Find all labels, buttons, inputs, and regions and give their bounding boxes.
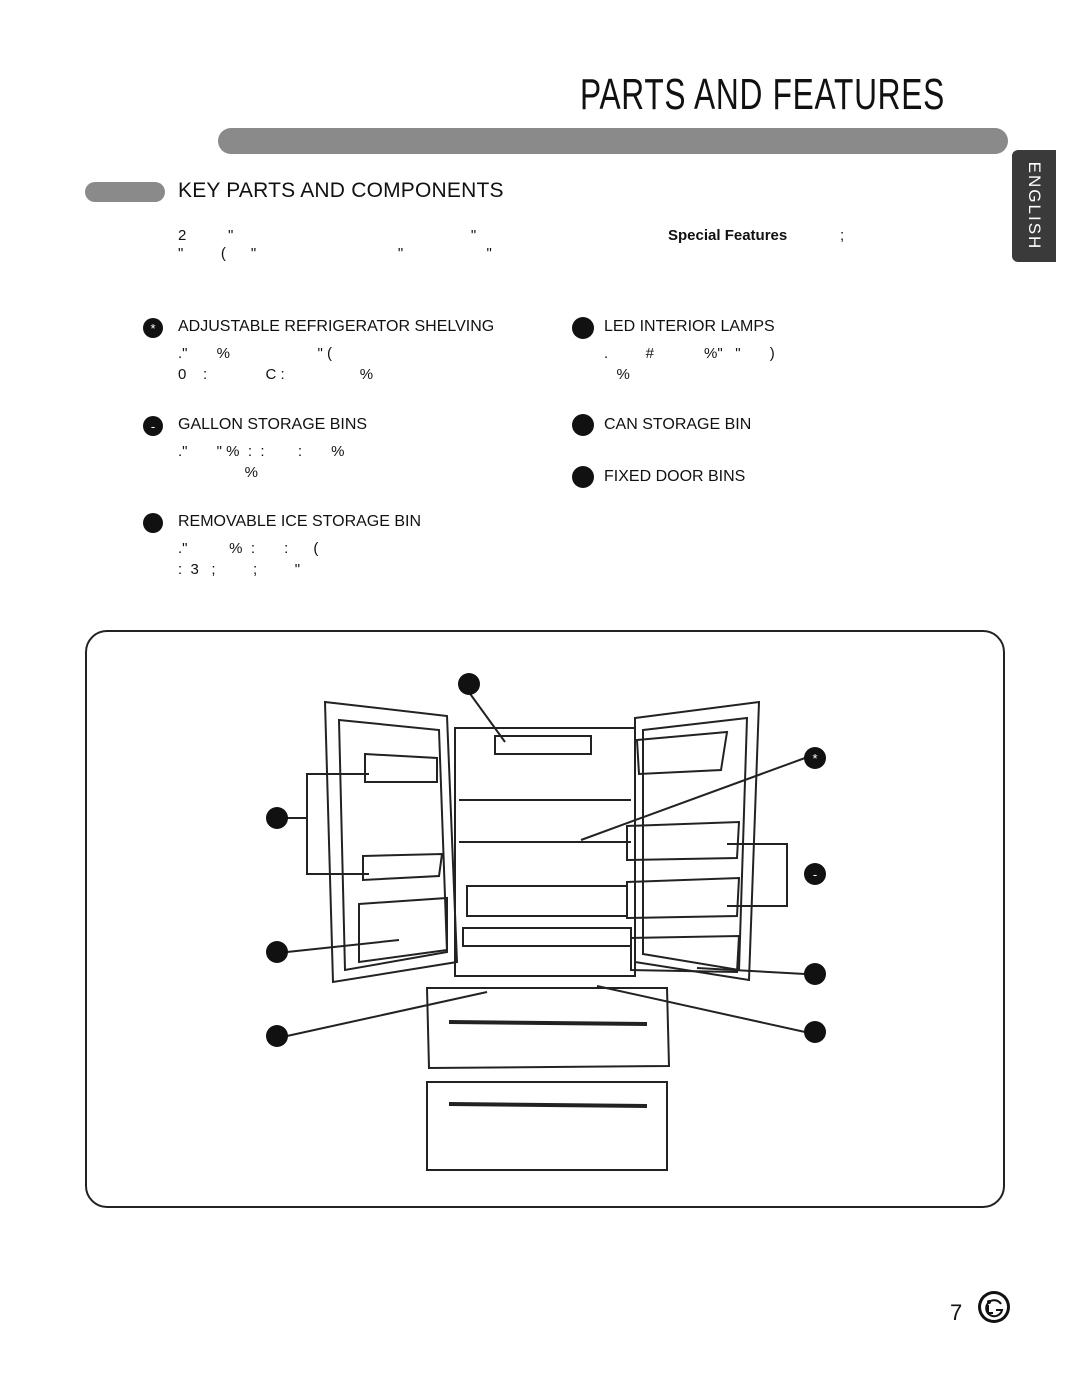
section-marker [85,182,165,202]
right-door-bin-1 [626,820,741,862]
callout-fixed-left [266,807,288,829]
part-title-shelving: ADJUSTABLE REFRIGERATOR SHELVING [178,318,495,335]
callout-shelving [804,747,826,769]
leader-drawer [596,985,806,1033]
part-desc-gallon-1: ." " % : : : % [178,443,345,460]
page-number: 7 [950,1300,963,1325]
part-desc-shelving-2: 0 : C : % [178,366,374,383]
special-features-label: Special Features [668,227,788,244]
part-desc-led-1: . # %" " ) [604,345,775,362]
part-marker-ice [143,513,163,533]
part-marker-can [572,414,594,436]
lower-freezer-drawer [426,1081,668,1171]
part-desc-led-2: % [604,366,630,383]
intro-line-2: " ( " " " [178,245,492,262]
part-desc-shelving-1: ." % " ( [178,345,333,362]
part-title-gallon: GALLON STORAGE BINS [178,416,368,433]
part-desc-gallon-2: % [178,464,259,481]
left-door-bin-upper [364,752,438,783]
leader-gallon-2 [727,874,788,907]
callout-led [458,673,480,695]
upper-freezer-drawer [425,987,671,1070]
callout-can [266,941,288,963]
part-desc-ice-2: : 3 ; ; " [178,561,301,578]
callout-gallon-label: - [813,867,817,882]
special-features-tail: ; [840,227,845,244]
part-title-led: LED INTERIOR LAMPS [604,318,775,335]
callout-fixed-right [804,963,826,985]
callout-gallon [804,863,826,885]
refrigerator-diagram: * - [85,630,1005,1208]
right-door-bin-3 [630,934,741,974]
led-lamp [494,735,592,755]
leader-ice [286,991,488,1037]
part-marker-gallon: - [143,416,163,436]
leader-shelving [580,757,806,841]
lg-logo-icon [978,1291,1010,1323]
leader-can [286,939,400,953]
callout-ice [266,1025,288,1047]
section-title: KEY PARTS AND COMPONENTS [178,179,504,202]
cabinet-interior [454,727,636,977]
intro-line-1: 2 " " [178,227,477,244]
part-desc-ice-1: ." % : : ( [178,540,319,557]
left-door-bin-bottom [358,896,448,964]
language-tab-label: ENGLISH [1025,161,1044,251]
page-title: PARTS AND FEATURES [579,70,945,119]
crisper [466,885,628,917]
callout-drawer [804,1021,826,1043]
header-bar [218,128,1008,154]
language-tab[interactable]: ENGLISH [1012,150,1056,262]
leader-fixed-right [696,967,806,975]
callout-shelving-label: * [812,751,817,766]
refrigerator-illustration: * - [266,673,826,1171]
left-door-bin-lower [362,852,444,882]
leader-fixed-left-2 [306,818,369,875]
right-door [634,700,761,982]
part-marker-fixed-door [572,466,594,488]
part-marker-led [572,317,594,339]
part-marker-shelving: * [143,318,163,338]
part-title-fixed-door: FIXED DOOR BINS [604,468,746,485]
leader-gallon-1 [727,843,788,874]
part-title-can: CAN STORAGE BIN [604,416,752,433]
leader-fixed-left-1 [287,773,369,819]
left-door [323,700,459,984]
right-door-bin-2 [626,876,741,920]
part-title-ice: REMOVABLE ICE STORAGE BIN [178,513,422,530]
